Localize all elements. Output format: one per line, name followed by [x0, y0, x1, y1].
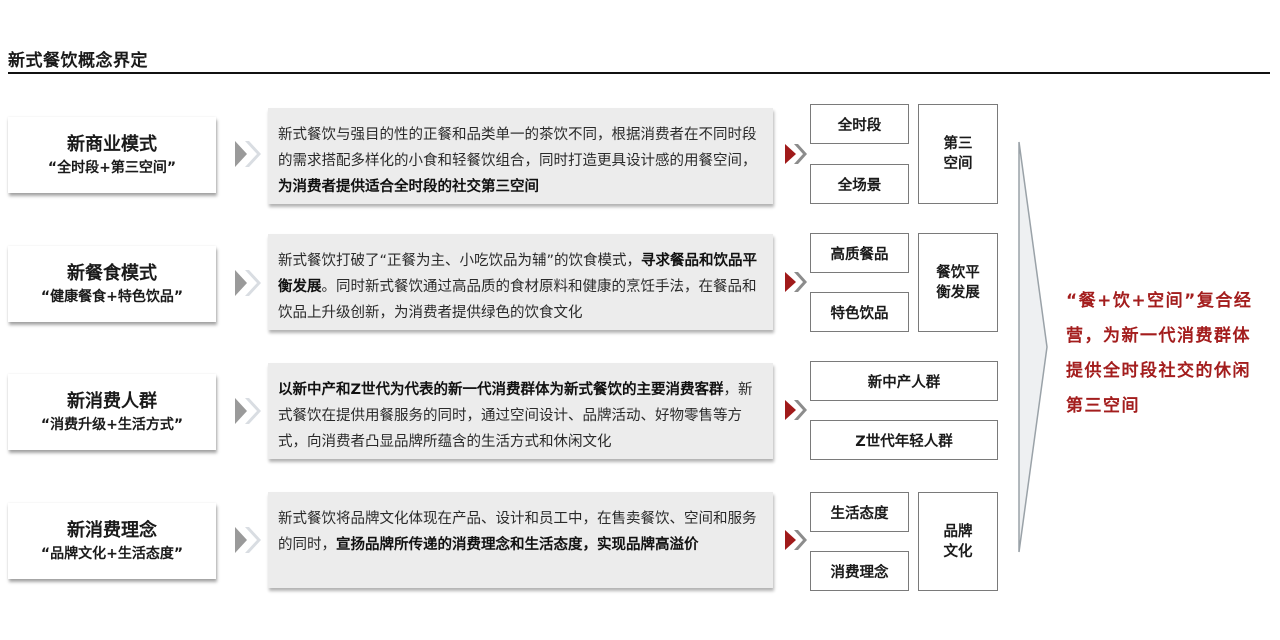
converging-arrow-icon [1018, 141, 1048, 553]
category-heading: 新商业模式 [67, 134, 157, 155]
description-text-tail: 。同时新式餐饮通过高品质的食材原料和健康的烹饪手法，在餐品和饮品上升级创新，为消… [278, 279, 757, 321]
tag-consumption-concept: 消费理念 [810, 551, 909, 591]
double-chevron-right-icon [235, 398, 261, 424]
description-highlight: 寻求餐品和饮品平衡发展 [278, 253, 758, 295]
page-title: 新式餐饮概念界定 [8, 51, 148, 71]
category-heading: 新消费人群 [67, 391, 157, 412]
red-chevron-right-icon [785, 272, 807, 292]
category-card-consumer-concept: 新消费理念 “品牌文化+生活态度” [8, 503, 216, 579]
summary-third-space: 第三 空间 [918, 104, 998, 204]
tag-life-attitude: 生活态度 [810, 492, 909, 532]
red-chevron-right-icon [785, 400, 807, 420]
description-text: 新式餐饮打破了“正餐为主、小吃饮品为辅”的饮食模式， [278, 253, 642, 269]
red-chevron-right-icon [785, 144, 807, 164]
category-card-business-model: 新商业模式 “全时段+第三空间” [8, 117, 216, 193]
summary-line: 衡发展 [936, 284, 980, 301]
description-card-consumer-group: 以新中产和Z世代为代表的新一代消费群体为新式餐饮的主要消费客群，新式餐饮在提供用… [268, 363, 773, 459]
summary-line: 文化 [943, 543, 973, 560]
description-highlight: 宣扬品牌所传递的消费理念和生活态度，实现品牌高溢价 [336, 537, 699, 553]
tag-specialty-drinks: 特色饮品 [810, 292, 909, 332]
summary-line: 餐饮平 [936, 264, 980, 281]
category-heading: 新餐食模式 [67, 263, 157, 284]
category-subheading: “品牌文化+生活态度” [40, 546, 184, 562]
description-text-tail: ，新式餐饮在提供用餐服务的同时，通过空间设计、品牌活动、好物零售等方式，向消费者… [278, 382, 753, 450]
description-text: 新式餐饮将品牌文化体现在产品、设计和员工中，在售卖餐饮、空间和服务的同时， [278, 511, 757, 553]
description-card-dining-model: 新式餐饮打破了“正餐为主、小吃饮品为辅”的饮食模式，寻求餐品和饮品平衡发展。同时… [268, 234, 773, 330]
description-highlight: 以新中产和Z世代为代表的新一代消费群体为新式餐饮的主要消费客群 [278, 382, 724, 398]
category-subheading: “消费升级+生活方式” [40, 417, 184, 433]
double-chevron-right-icon [235, 270, 261, 296]
title-underline [8, 72, 1270, 74]
conclusion-text: “餐+饮+空间”复合经营，为新一代消费群体提供全时段社交的休闲第三空间 [1066, 291, 1253, 416]
description-card-business-model: 新式餐饮与强目的性的正餐和品类单一的茶饮不同，根据消费者在不同时段的需求搭配多样… [268, 108, 773, 204]
summary-line: 空间 [943, 156, 973, 172]
summary-brand-culture: 品牌 文化 [918, 492, 998, 591]
double-chevron-right-icon [235, 527, 261, 553]
category-subheading: “健康餐食+特色饮品” [40, 289, 184, 305]
category-heading: 新消费理念 [67, 520, 157, 541]
tag-gen-z: Z世代年轻人群 [810, 420, 998, 460]
tag-high-quality-meals: 高质餐品 [810, 233, 909, 273]
description-card-consumer-concept: 新式餐饮将品牌文化体现在产品、设计和员工中，在售卖餐饮、空间和服务的同时，宣扬品… [268, 492, 773, 588]
category-card-dining-model: 新餐食模式 “健康餐食+特色饮品” [8, 246, 216, 322]
summary-line: 品牌 [943, 523, 973, 540]
double-chevron-right-icon [235, 141, 261, 167]
description-text: 新式餐饮与强目的性的正餐和品类单一的茶饮不同，根据消费者在不同时段的需求搭配多样… [278, 127, 757, 169]
description-highlight: 为消费者提供适合全时段的社交第三空间 [278, 179, 539, 195]
tag-all-day: 全时段 [810, 104, 909, 144]
category-card-consumer-group: 新消费人群 “消费升级+生活方式” [8, 374, 216, 450]
tag-new-middle-class: 新中产人群 [810, 361, 998, 401]
red-chevron-right-icon [785, 530, 807, 550]
tag-all-scene: 全场景 [810, 164, 909, 204]
summary-balanced-development: 餐饮平 衡发展 [918, 233, 998, 332]
category-subheading: “全时段+第三空间” [47, 160, 177, 176]
summary-line: 第三 [943, 136, 973, 152]
